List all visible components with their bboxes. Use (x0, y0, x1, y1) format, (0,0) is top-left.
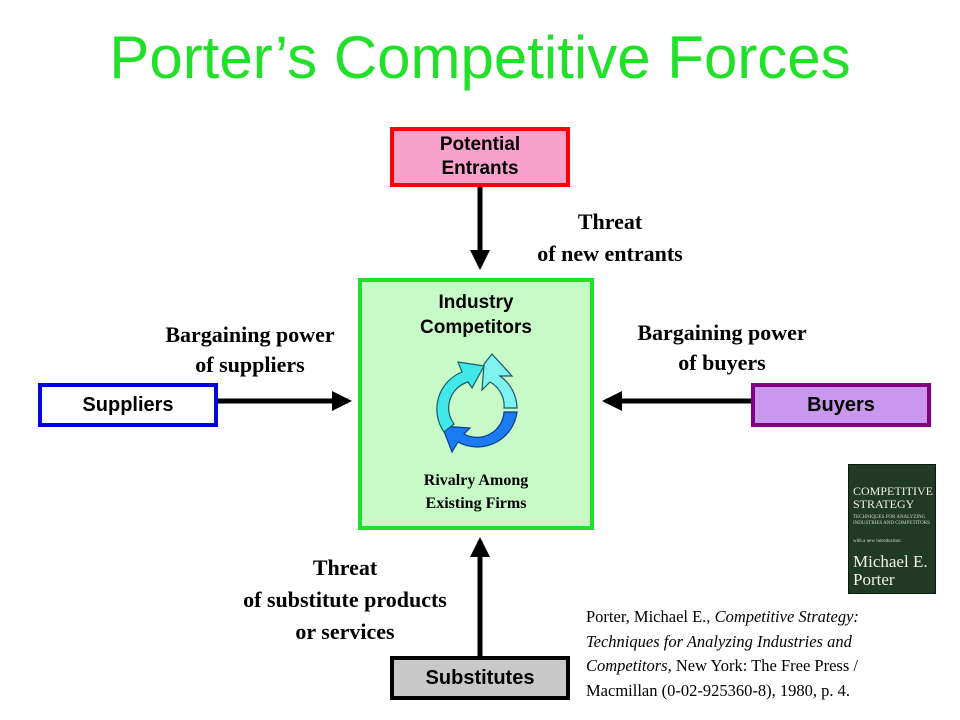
citation-line-1: Porter, Michael E., Competitive Strategy… (586, 605, 956, 630)
buyer-power-label: Bargaining power of buyers (600, 318, 844, 378)
rivalry-line-1: Rivalry Among (423, 472, 529, 489)
citation-author: Porter, Michael E., (586, 607, 715, 626)
citation-line-4: Macmillan (0-02-925360-8), 1980, p. 4. (586, 680, 850, 700)
substitutes-threat-line-2: of substitute products (243, 587, 447, 612)
competitors-line-2: Competitors (420, 317, 532, 338)
citation-text: Porter, Michael E., Competitive Strategy… (586, 605, 956, 703)
buyers-box: Buyers (751, 383, 931, 427)
competitors-title: Industry Competitors (362, 290, 590, 340)
book-title: COMPETITIVE STRATEGY (853, 485, 933, 511)
citation-title-part-1: Competitive Strategy: (714, 607, 859, 626)
substitutes-box: Substitutes (390, 656, 570, 700)
slide-title: Porter’s Competitive Forces (109, 24, 851, 91)
book-author-line-1: Michael E. (853, 552, 928, 571)
supplier-power-line-1: Bargaining power (165, 322, 335, 347)
substitutes-threat-line-1: Threat (312, 555, 378, 580)
cycle-arrow-top (481, 353, 518, 409)
citation-title-part-3: Competitors (586, 656, 668, 675)
recycle-cycle-arrows-icon (436, 353, 518, 454)
suppliers-label: Suppliers (82, 394, 174, 416)
threat-new-entrants-label: Threat of new entrants (500, 206, 720, 270)
book-title-line-2: STRATEGY (853, 497, 915, 511)
entrants-line-2: Entrants (441, 158, 519, 179)
competitors-line-1: Industry (438, 292, 514, 313)
citation-line-3: Competitors, New York: The Free Press / (586, 654, 956, 679)
citation-publisher: , New York: The Free Press / (667, 656, 858, 675)
supplier-power-line-2: of suppliers (195, 352, 305, 377)
substitutes-label: Substitutes (425, 667, 535, 689)
new-entrants-line-2: of new entrants (537, 241, 683, 266)
book-note: with a new introduction (853, 539, 901, 544)
cycle-arrow-bottom (441, 411, 518, 454)
book-subtitle: TECHNIQUES FOR ANALYZING INDUSTRIES AND … (853, 515, 930, 526)
book-title-line-1: COMPETITIVE (853, 484, 933, 498)
book-author: Michael E. Porter (853, 553, 935, 589)
citation-line-2: Techniques for Analyzing Industries and (586, 630, 956, 655)
threat-substitutes-label: Threat of substitute products or service… (205, 552, 485, 648)
buyer-power-line-2: of buyers (678, 350, 766, 375)
cycle-arrow-left (436, 361, 485, 433)
citation-title-part-2: Techniques for Analyzing Industries and (586, 631, 852, 651)
buyer-power-line-1: Bargaining power (637, 320, 807, 345)
book-cover-image: COMPETITIVE STRATEGY TECHNIQUES FOR ANAL… (848, 464, 936, 594)
suppliers-box: Suppliers (38, 383, 218, 427)
rivalry-label: Rivalry Among Existing Firms (362, 469, 590, 515)
supplier-power-label: Bargaining power of suppliers (130, 320, 370, 380)
substitutes-threat-line-3: or services (295, 619, 395, 644)
potential-entrants-box: Potential Entrants (390, 127, 570, 187)
book-author-line-2: Porter (853, 570, 895, 589)
entrants-line-1: Potential (439, 134, 521, 155)
buyers-label: Buyers (807, 394, 875, 416)
new-entrants-line-1: Threat (577, 209, 643, 234)
industry-competitors-box: Industry Competitors Rivalry Among Exist… (358, 278, 594, 530)
rivalry-line-2: Existing Firms (425, 495, 527, 512)
